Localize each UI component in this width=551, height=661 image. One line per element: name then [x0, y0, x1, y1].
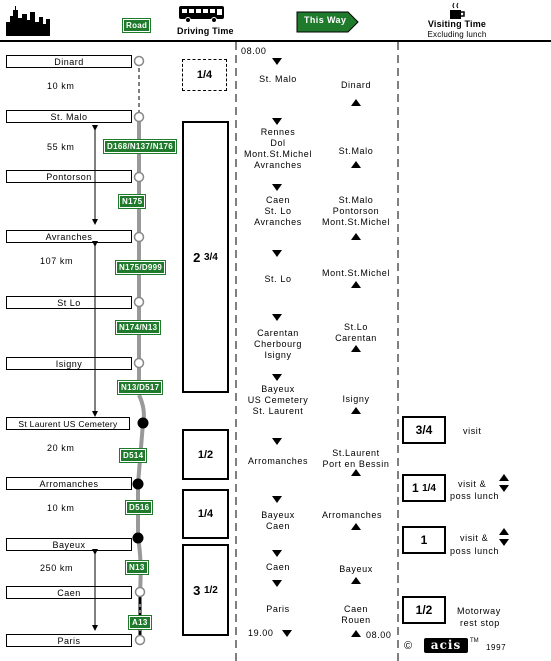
- road-tag: N174/N13: [114, 320, 162, 335]
- road-tag: D516: [124, 500, 154, 515]
- visit-label: visit &: [460, 533, 489, 543]
- return-end-time: 08.00: [366, 630, 392, 640]
- road-tag: A13: [128, 615, 152, 630]
- driving-time-header: Driving Time: [177, 26, 234, 36]
- visit-label: Motorway: [457, 606, 501, 616]
- town-st-lo: St Lo: [6, 296, 132, 309]
- distance-label: 20 km: [47, 443, 75, 453]
- driving-time-box: 3 1/2: [182, 544, 229, 636]
- road-tag: N13: [125, 560, 149, 575]
- trademark: TM: [470, 638, 479, 644]
- visit-time-box: 1 1/4: [402, 474, 446, 502]
- return-stop: Isigny: [342, 394, 370, 404]
- coffee-cup-icon: [450, 2, 465, 19]
- city-skyline-icon: [6, 6, 50, 36]
- road-tag: D168/N137/N176: [102, 139, 178, 154]
- road-tag: D514: [118, 448, 148, 463]
- this-way-label: This Way: [304, 15, 347, 25]
- acis-logo: acis: [424, 638, 468, 653]
- end-time: 19.00: [248, 628, 274, 638]
- town-isigny: Isigny: [6, 357, 132, 370]
- driving-time-box: 1/4: [182, 489, 229, 539]
- footer-year: 1997: [486, 643, 507, 652]
- distance-label: 10 km: [47, 503, 75, 513]
- visit-label: visit &: [458, 479, 487, 489]
- return-stop: Mont.St.Michel: [322, 268, 390, 278]
- visit-label: rest stop: [460, 618, 500, 628]
- driving-time-box: 2 3/4: [182, 121, 229, 393]
- driving-time-box: 1/4: [182, 59, 227, 91]
- town-st-laurent: St Laurent US Cemetery: [6, 417, 130, 430]
- bus-icon: [179, 6, 224, 23]
- return-stop: Dinard: [340, 80, 372, 90]
- distance-label: 10 km: [47, 81, 75, 91]
- town-paris: Paris: [6, 634, 132, 647]
- distance-label: 55 km: [47, 142, 75, 152]
- visit-label: poss lunch: [450, 546, 500, 556]
- visit-time-box: 3/4: [402, 416, 446, 444]
- return-stop: Arromanches: [321, 510, 383, 520]
- town-pontorson: Pontorson: [6, 170, 132, 183]
- route-stop: Paris: [266, 604, 290, 614]
- return-stop: St.Malo: [338, 146, 374, 156]
- distance-label: 250 km: [40, 563, 74, 573]
- town-st-malo: St. Malo: [6, 110, 132, 123]
- visiting-time-header: Visiting Time: [427, 19, 487, 29]
- town-bayeux: Bayeux: [6, 538, 132, 551]
- visit-time-box: 1/2: [402, 596, 446, 624]
- start-time: 08.00: [241, 46, 267, 56]
- town-arromanches: Arromanches: [6, 477, 132, 490]
- visit-label: poss lunch: [450, 491, 500, 501]
- route-stop: Caen: [266, 562, 290, 572]
- return-stop: Bayeux: [339, 564, 373, 574]
- town-avranches: Avranches: [6, 230, 132, 243]
- town-caen: Caen: [6, 586, 132, 599]
- road-tag: N13/D517: [116, 380, 164, 395]
- header-divider: [0, 40, 551, 42]
- visit-label: visit: [463, 426, 482, 436]
- visit-time-box: 1: [402, 526, 446, 554]
- distance-label: 107 km: [40, 256, 74, 266]
- route-stop: St. Lo: [264, 274, 292, 284]
- copyright-symbol: ©: [404, 640, 413, 652]
- road-tag: N175/D999: [114, 260, 167, 275]
- road-header-label: Road: [121, 18, 152, 33]
- driving-time-box: 1/2: [182, 429, 229, 480]
- route-stop: St. Malo: [259, 74, 297, 84]
- excluding-lunch-note: Excluding lunch: [427, 30, 487, 39]
- this-way-arrow: [296, 11, 359, 33]
- route-stop: Arromanches: [247, 456, 309, 466]
- town-dinard: Dinard: [6, 55, 132, 68]
- road-tag: N175: [117, 194, 147, 209]
